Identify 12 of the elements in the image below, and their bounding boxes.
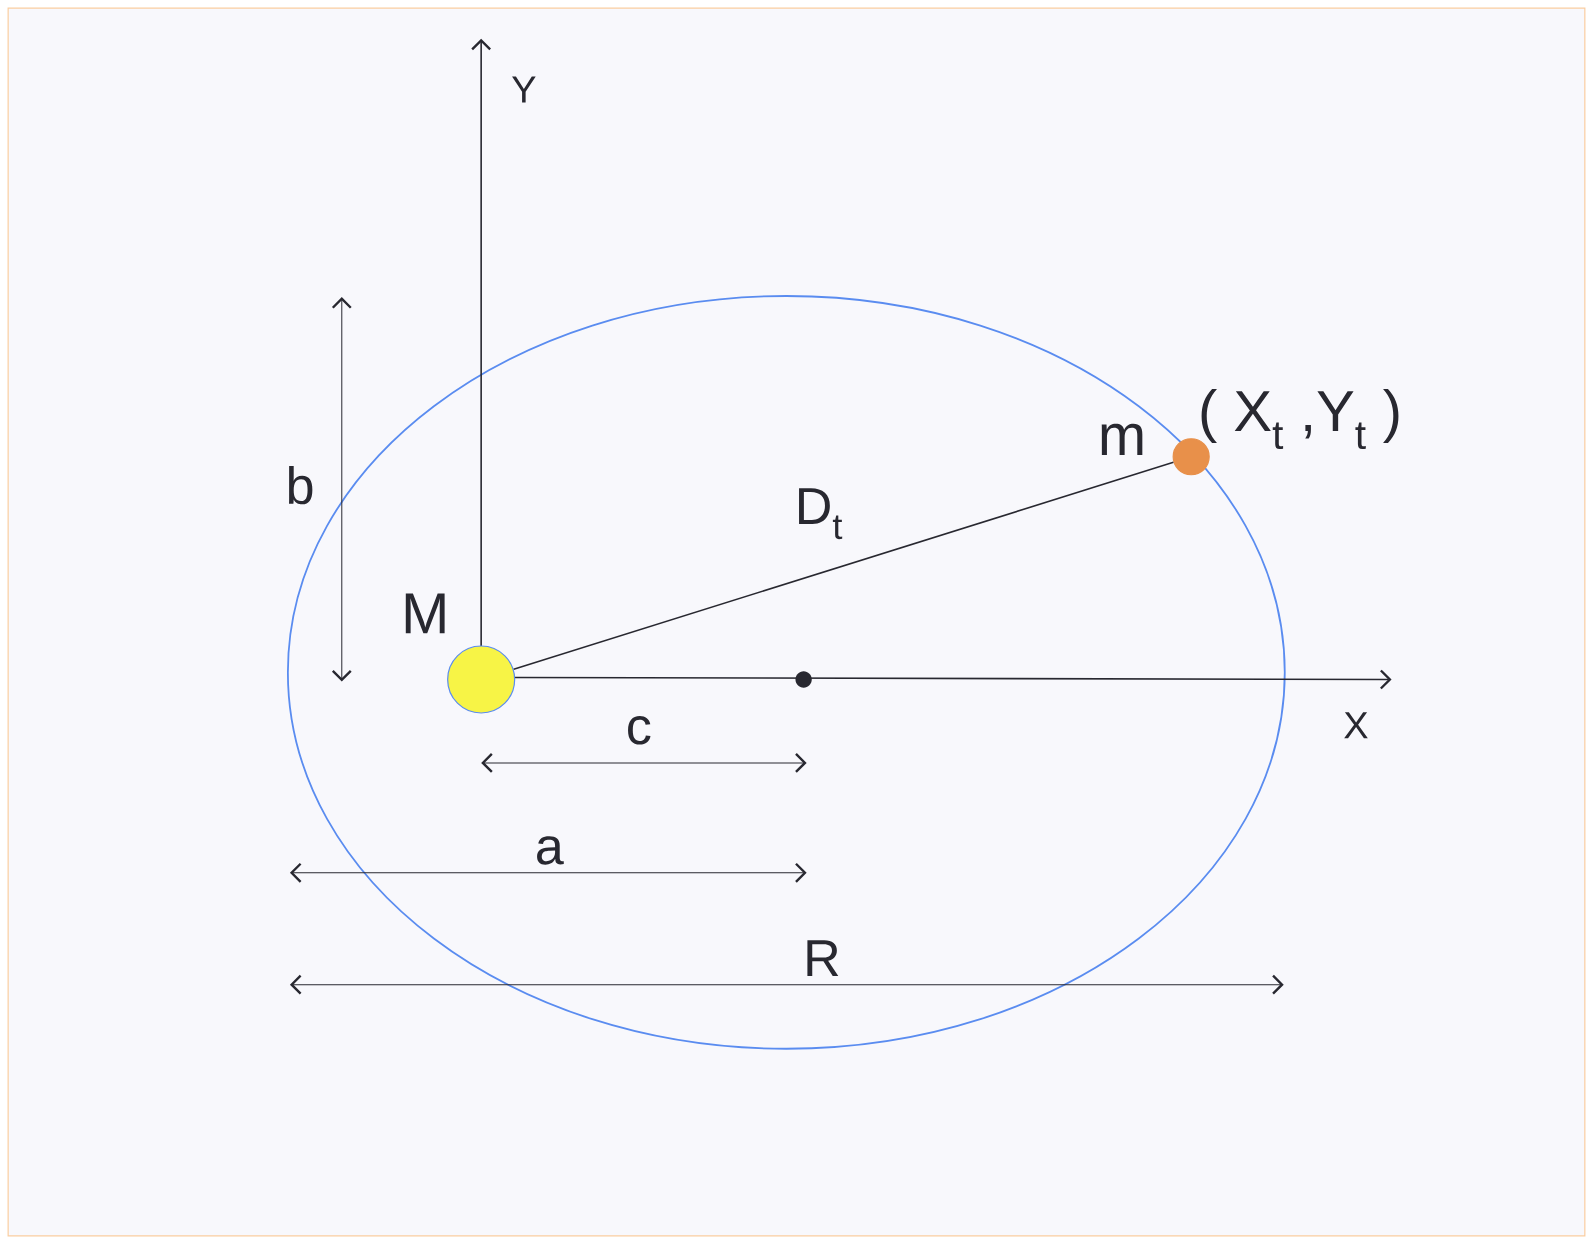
axis-label: X (1344, 712, 1368, 739)
dimension-label: b (289, 466, 313, 505)
dimension-label: a (537, 836, 564, 865)
connector-line (512, 461, 1175, 671)
edge-label: D$_{t}$ (799, 488, 843, 540)
mass-label: M (405, 593, 445, 634)
sun-circle (447, 645, 516, 714)
dimension-label: c (628, 716, 651, 745)
axis-label: Y (512, 76, 536, 103)
coordinate-label: ( X$_{t}$ ,Y$_{t}$ ) (1201, 389, 1399, 450)
mass-label: m (1101, 423, 1143, 456)
dimension-label: R (807, 940, 839, 977)
